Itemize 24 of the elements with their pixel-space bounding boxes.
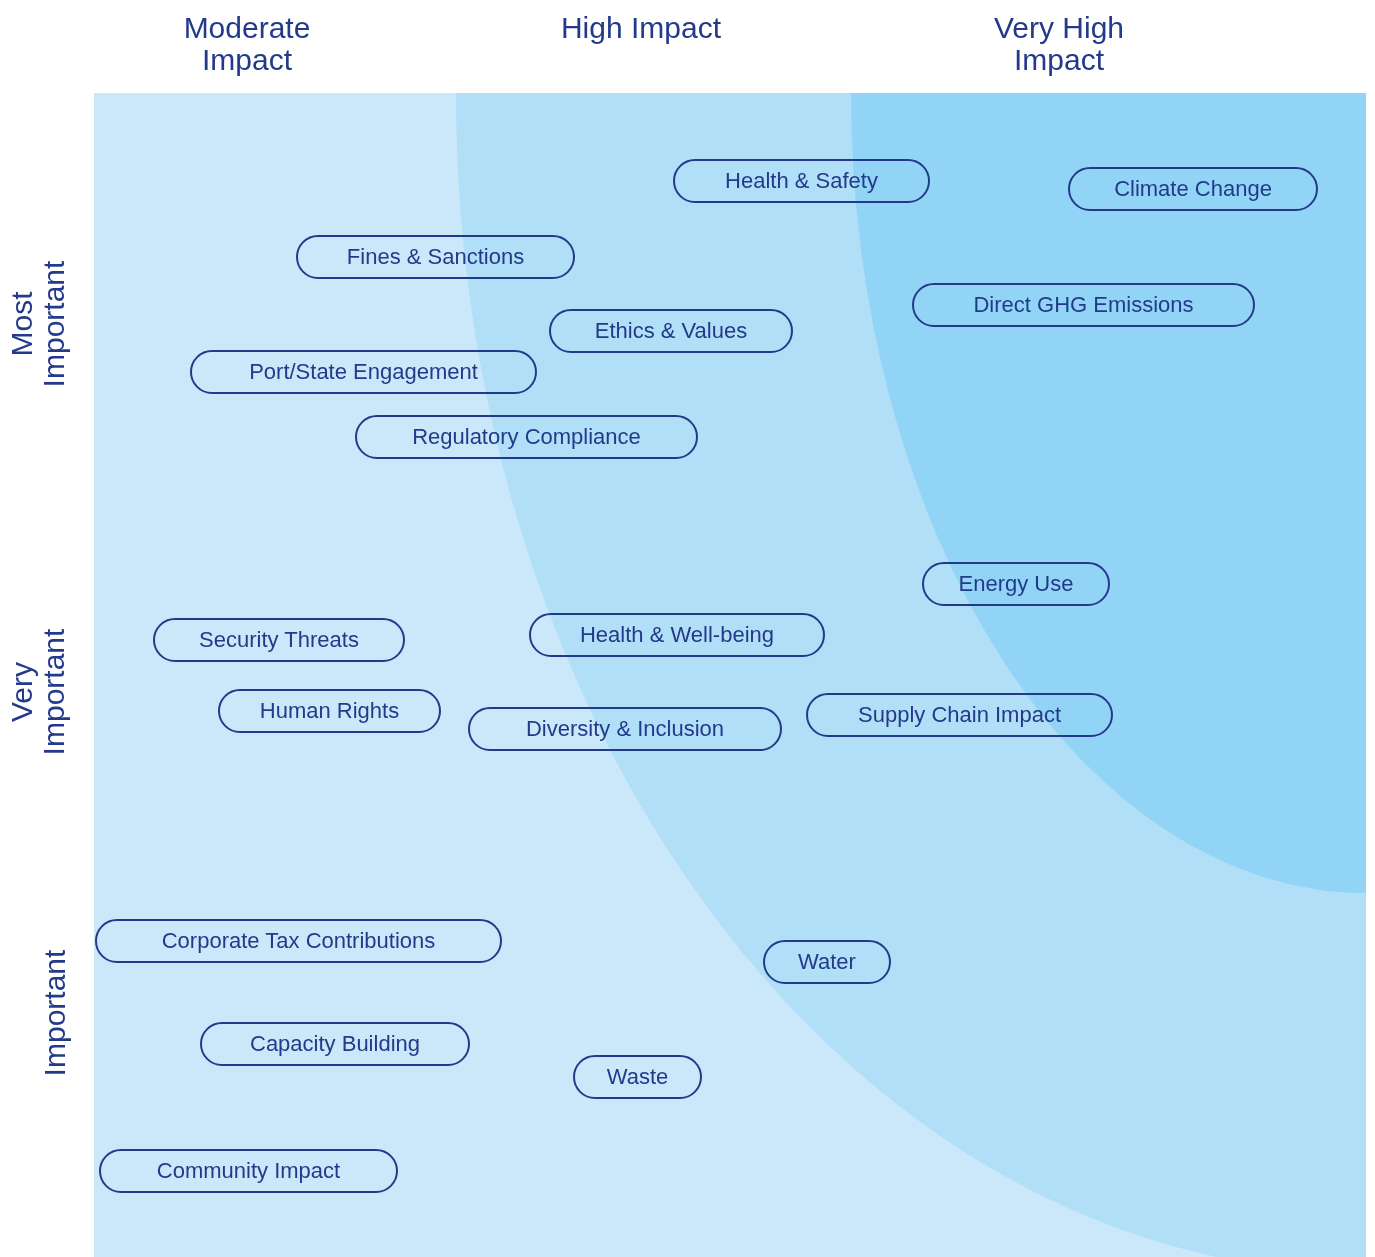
topic-pill: Energy Use xyxy=(922,562,1110,606)
topic-pill: Health & Safety xyxy=(673,159,930,203)
topic-pill: Ethics & Values xyxy=(549,309,793,353)
topic-pill: Security Threats xyxy=(153,618,405,662)
topic-pill: Human Rights xyxy=(218,689,441,733)
row-heading: Most Important xyxy=(6,259,70,390)
row-heading: Very Important xyxy=(6,627,70,758)
column-heading: High Impact xyxy=(559,12,723,44)
topic-pill: Diversity & Inclusion xyxy=(468,707,782,751)
row-heading: Important xyxy=(39,948,71,1079)
topic-pill: Water xyxy=(763,940,891,984)
topic-pill: Corporate Tax Contributions xyxy=(95,919,502,963)
topic-pill: Climate Change xyxy=(1068,167,1318,211)
topic-pill: Fines & Sanctions xyxy=(296,235,575,279)
topic-pill: Health & Well-being xyxy=(529,613,825,657)
topic-pill: Regulatory Compliance xyxy=(355,415,698,459)
topic-pill: Direct GHG Emissions xyxy=(912,283,1255,327)
column-heading: Very High Impact xyxy=(992,12,1126,76)
topic-pill: Supply Chain Impact xyxy=(806,693,1113,737)
column-heading: Moderate Impact xyxy=(182,12,312,76)
topic-pill: Capacity Building xyxy=(200,1022,470,1066)
topic-pill: Port/State Engagement xyxy=(190,350,537,394)
topic-pill: Waste xyxy=(573,1055,702,1099)
topic-pill: Community Impact xyxy=(99,1149,398,1193)
